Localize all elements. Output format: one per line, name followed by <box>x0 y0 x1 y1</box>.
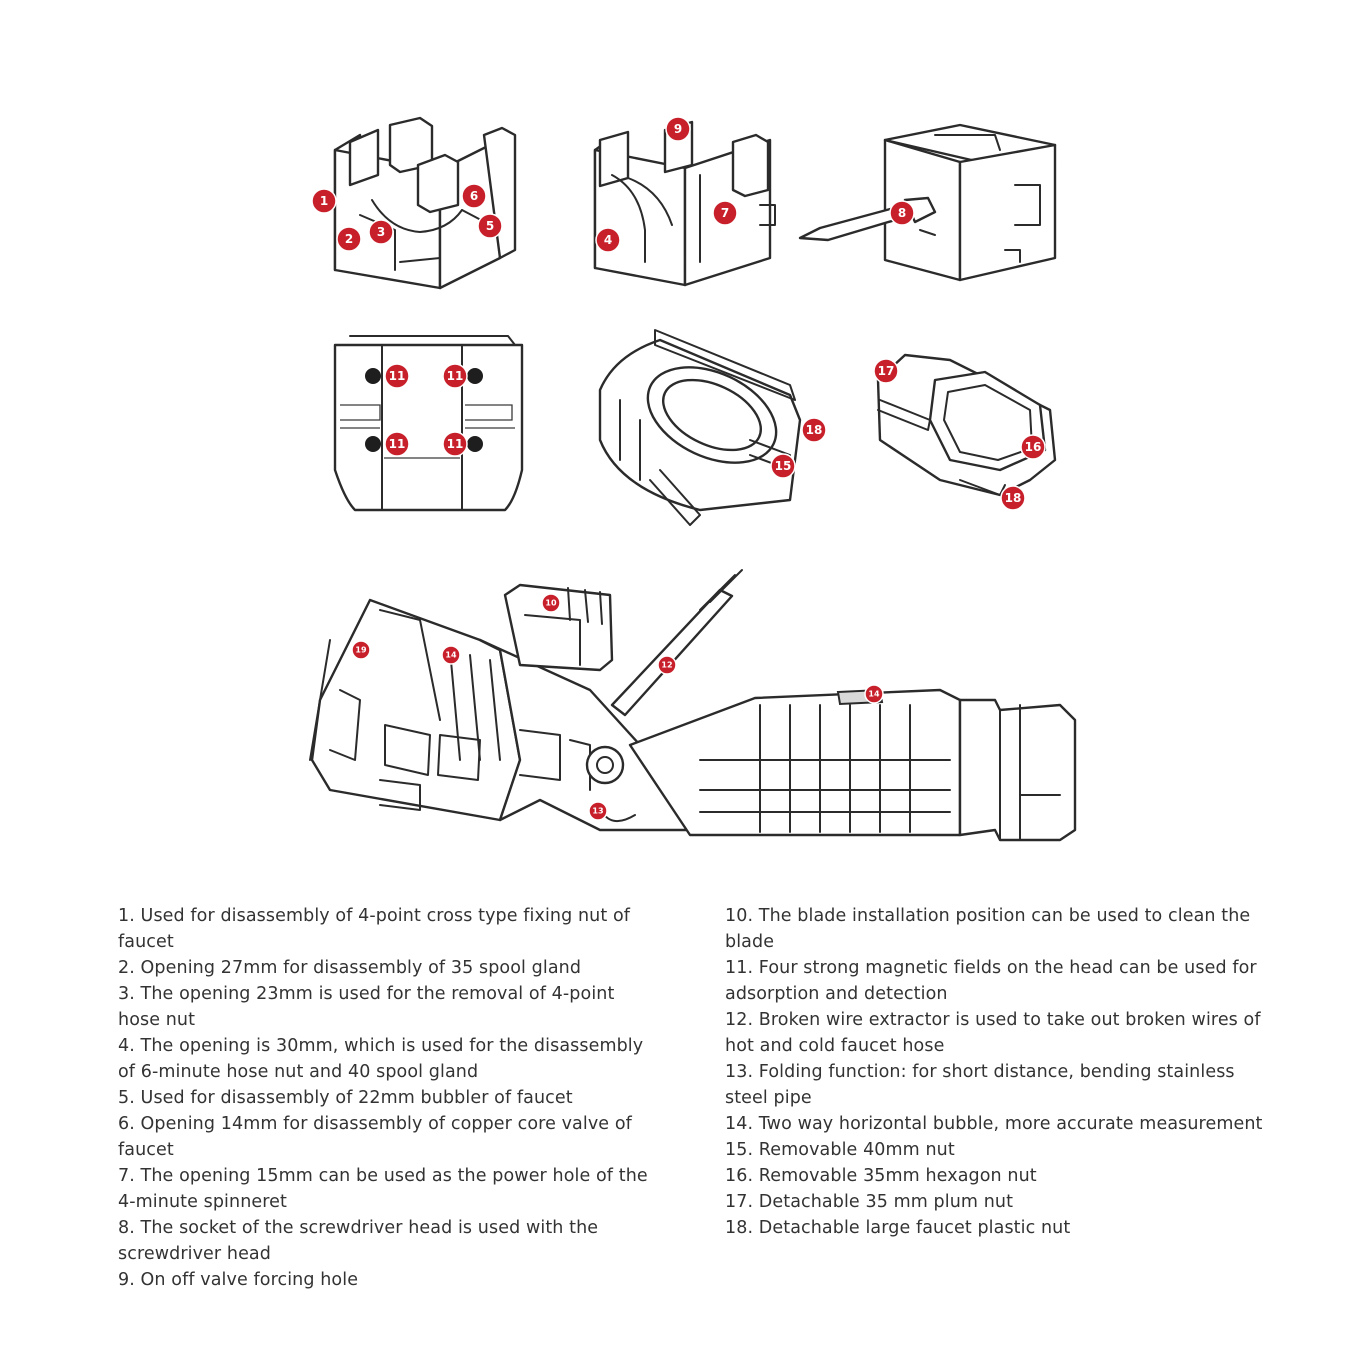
svg-text:11: 11 <box>447 437 464 451</box>
square-block-with-bit <box>798 123 1057 282</box>
badge-9: 9 <box>665 116 691 142</box>
badge-17: 17 <box>873 358 899 384</box>
svg-text:18: 18 <box>806 423 823 437</box>
description-item: 5. Used for disassembly of 22mm bubbler … <box>118 1088 573 1108</box>
svg-text:8: 8 <box>898 206 906 220</box>
svg-text:16: 16 <box>1025 440 1042 454</box>
description-list-left: 1. Used for disassembly of 4-point cross… <box>118 903 653 1293</box>
svg-text:1: 1 <box>320 194 328 208</box>
badge-19: 19 <box>351 640 371 660</box>
hex-nut <box>876 353 1057 497</box>
svg-text:18: 18 <box>1005 491 1022 505</box>
description-item: 13. Folding function: for short distance… <box>725 1062 1235 1108</box>
badge-14a: 14 <box>441 645 461 665</box>
badge-13: 13 <box>588 801 608 821</box>
badge-8: 8 <box>889 200 915 226</box>
svg-text:11: 11 <box>389 437 406 451</box>
description-item: 1. Used for disassembly of 4-point cross… <box>118 906 631 952</box>
socket-end-a <box>333 116 517 290</box>
description-item: 4. The opening is 30mm, which is used fo… <box>118 1036 644 1082</box>
svg-text:17: 17 <box>878 364 895 378</box>
description-item: 10. The blade installation position can … <box>725 906 1251 952</box>
svg-text:11: 11 <box>447 369 464 383</box>
description-item: 3. The opening 23mm is used for the remo… <box>118 984 615 1030</box>
ring-nut-large <box>598 329 802 526</box>
socket-end-b <box>593 120 776 287</box>
magnetic-head <box>333 335 524 512</box>
callout-badges: 1 2 3 6 5 9 7 4 8 11 11 11 11 18 15 17 1… <box>311 116 1046 821</box>
tool-diagram: 1 2 3 6 5 9 7 4 8 11 11 11 11 18 15 17 1… <box>309 116 1077 842</box>
badge-18b: 18 <box>1000 485 1026 511</box>
svg-text:2: 2 <box>345 232 353 246</box>
description-item: 12. Broken wire extractor is used to tak… <box>725 1010 1261 1056</box>
badge-15: 15 <box>770 453 796 479</box>
svg-text:14: 14 <box>445 651 457 660</box>
description-item: 2. Opening 27mm for disassembly of 35 sp… <box>118 958 582 978</box>
description-list-right: 10. The blade installation position can … <box>725 903 1265 1241</box>
badge-11c: 11 <box>384 431 410 457</box>
description-item: 16. Removable 35mm hexagon nut <box>725 1166 1037 1186</box>
svg-text:13: 13 <box>592 807 603 816</box>
svg-text:3: 3 <box>377 225 385 239</box>
svg-text:15: 15 <box>775 459 792 473</box>
description-item: 15. Removable 40mm nut <box>725 1140 955 1160</box>
badge-2: 2 <box>336 226 362 252</box>
description-item: 8. The socket of the screwdriver head is… <box>118 1218 599 1264</box>
description-item: 9. On off valve forcing hole <box>118 1270 359 1290</box>
svg-text:10: 10 <box>545 599 557 608</box>
badge-11b: 11 <box>442 363 468 389</box>
badge-5: 5 <box>477 213 503 239</box>
description-item: 6. Opening 14mm for disassembly of coppe… <box>118 1114 632 1160</box>
badge-3: 3 <box>368 219 394 245</box>
badge-12: 12 <box>657 655 677 675</box>
description-item: 11. Four strong magnetic fields on the h… <box>725 958 1257 1004</box>
svg-text:5: 5 <box>486 219 494 233</box>
badge-11a: 11 <box>384 363 410 389</box>
badge-18a: 18 <box>801 417 827 443</box>
svg-text:14: 14 <box>868 690 880 699</box>
svg-text:12: 12 <box>661 661 672 670</box>
badge-16: 16 <box>1020 434 1046 460</box>
folding-wrench-assembly <box>309 569 1077 842</box>
badge-4: 4 <box>595 227 621 253</box>
svg-text:9: 9 <box>674 122 682 136</box>
svg-text:4: 4 <box>604 233 612 247</box>
svg-text:19: 19 <box>355 646 367 655</box>
svg-text:11: 11 <box>389 369 406 383</box>
svg-text:6: 6 <box>470 189 478 203</box>
description-item: 18. Detachable large faucet plastic nut <box>725 1218 1071 1238</box>
description-item: 17. Detachable 35 mm plum nut <box>725 1192 1014 1212</box>
description-item: 14. Two way horizontal bubble, more accu… <box>725 1114 1263 1134</box>
svg-text:7: 7 <box>721 206 729 220</box>
badge-7: 7 <box>712 200 738 226</box>
badge-1: 1 <box>311 188 337 214</box>
badge-11d: 11 <box>442 431 468 457</box>
badge-10: 10 <box>541 593 561 613</box>
description-item: 7. The opening 15mm can be used as the p… <box>118 1166 648 1212</box>
badge-14b: 14 <box>864 684 884 704</box>
badge-6: 6 <box>461 183 487 209</box>
